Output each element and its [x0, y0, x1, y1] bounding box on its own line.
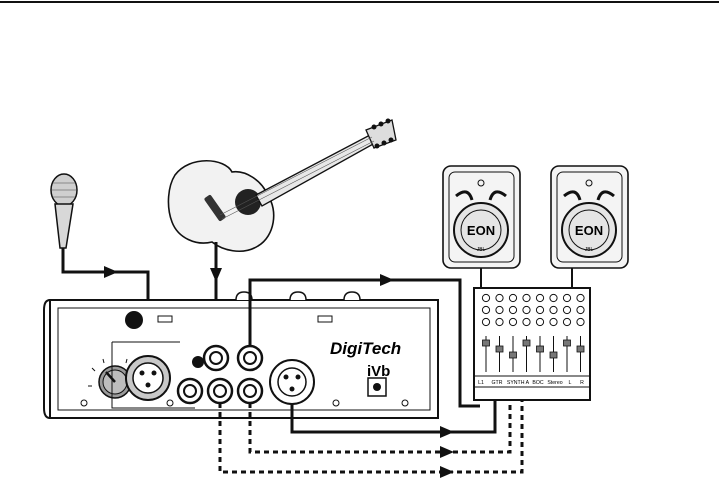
mixer-knob — [550, 318, 557, 325]
mixer-knob — [496, 318, 503, 325]
mixer-knob — [482, 318, 489, 325]
mixer-knob — [482, 306, 489, 313]
model-logo: iVb — [367, 363, 390, 380]
xlr-mic-input — [126, 356, 170, 400]
mixer-knob — [482, 294, 489, 301]
mixer-channel-label: BOC — [532, 380, 543, 386]
mixer-channel-label: R — [580, 380, 584, 386]
mixer-fader-cap — [496, 346, 503, 352]
mixer-fader-cap — [483, 340, 490, 346]
speaker-left-logo: EON — [467, 223, 495, 238]
guitar-cable-arrow-icon — [210, 268, 222, 282]
speaker-right-badge: JBL — [585, 247, 594, 253]
mixer-fader-cap — [523, 340, 530, 346]
mixer-channel-label: L1 — [478, 380, 484, 386]
mixer-knob — [536, 306, 543, 313]
mixer-knob — [577, 306, 584, 313]
digitech-unit: DigiTech iVb — [44, 292, 438, 418]
mixer-fader-cap — [537, 346, 544, 352]
xlr-output — [270, 360, 314, 404]
mixer-knob — [523, 318, 530, 325]
mic-cable-arrow-icon — [104, 266, 118, 278]
right-output-jack-1 — [208, 379, 232, 403]
mixer-knob — [577, 318, 584, 325]
xlr-output-cable-arrow-icon — [440, 426, 454, 438]
right-output-jack-2 — [238, 379, 262, 403]
mixer-knob — [509, 294, 516, 301]
mixer-knob — [550, 306, 557, 313]
mixer-channel-label: SYNTH A — [507, 380, 530, 386]
acoustic-guitar — [168, 119, 396, 252]
mixer-knob — [496, 306, 503, 313]
aux-jack — [238, 346, 262, 370]
mixer-fader-cap — [550, 352, 557, 358]
speaker-left: EON JBL — [443, 166, 520, 268]
mixer-knob — [523, 306, 530, 313]
microphone — [51, 174, 77, 262]
mixer-knob — [496, 294, 503, 301]
mixer-knob — [563, 306, 570, 313]
mixer-knob — [509, 318, 516, 325]
left-output-jack — [178, 379, 202, 403]
mixer-knob — [550, 294, 557, 301]
mixer-knob — [523, 294, 530, 301]
mixer-knob — [536, 294, 543, 301]
speaker-right-logo: EON — [575, 223, 603, 238]
stereo-right-arrow-icon — [440, 446, 454, 458]
guitar-input-jack — [204, 346, 228, 370]
mixer-knob — [509, 306, 516, 313]
brand-logo: DigiTech — [330, 339, 401, 358]
mixer-knob — [577, 294, 584, 301]
mixer-knob — [563, 294, 570, 301]
mixer-knob — [536, 318, 543, 325]
mixer-channel-label: Stereo — [547, 380, 562, 386]
mixer-channel-label: GTR — [492, 380, 503, 386]
stereo-left-arrow-icon — [440, 466, 454, 478]
headphone-jack — [125, 311, 143, 329]
aux-cable-arrow-icon — [380, 274, 394, 286]
speaker-right: EON JBL — [551, 166, 628, 268]
mixer-fader-cap — [577, 346, 584, 352]
mixer-fader-cap — [564, 340, 571, 346]
mixer-channel-label: L — [569, 380, 572, 386]
mixer-knob — [563, 318, 570, 325]
speaker-left-badge: JBL — [477, 247, 486, 253]
mixer-fader-cap — [510, 352, 517, 358]
